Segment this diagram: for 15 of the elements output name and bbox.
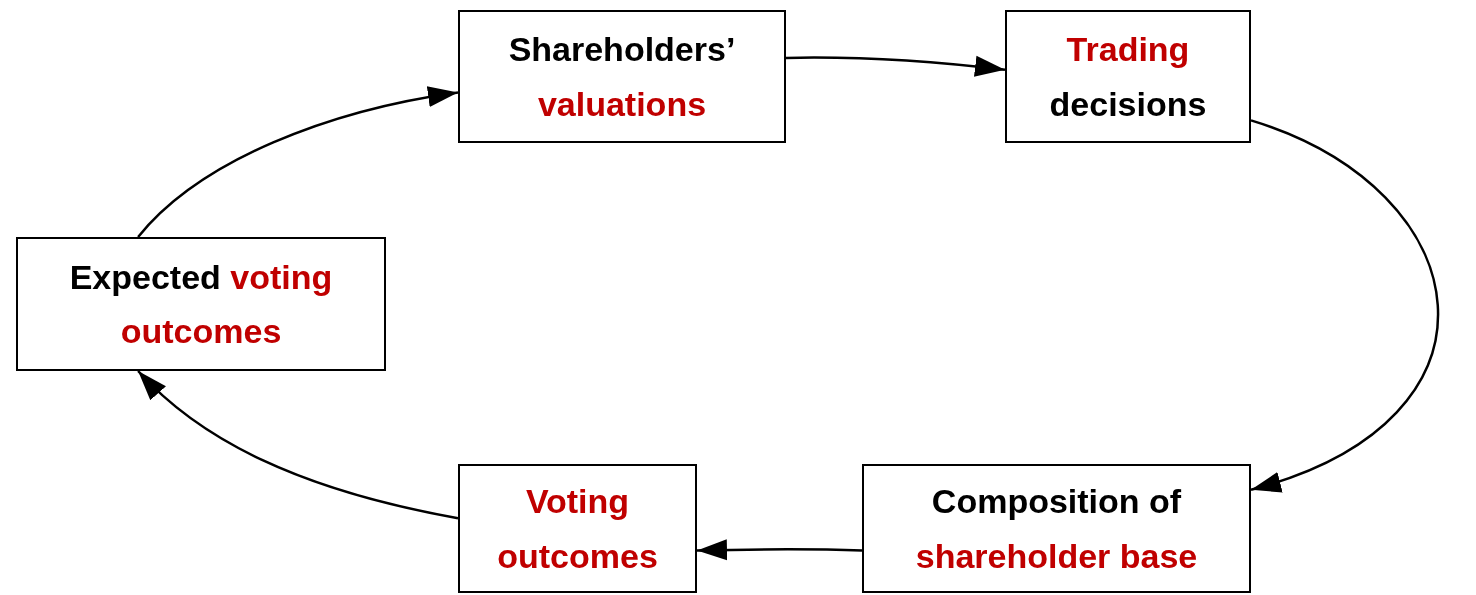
box-label: Trading decisions [1048,29,1208,125]
process-box [16,237,386,371]
box-label: Composition of shareholder base [914,481,1199,577]
process-box [862,464,1251,593]
arrow [786,55,1006,77]
arrow [696,539,863,561]
arrow [137,86,459,238]
arrow [1250,119,1439,491]
process-box [1005,10,1251,143]
box-label: Voting outcomes [496,481,659,577]
process-box [458,464,697,593]
process-box [458,10,786,143]
arrow [137,370,459,520]
box-label: Shareholders’ valuations [507,29,737,125]
box-label: Expected voting outcomes [68,256,334,352]
